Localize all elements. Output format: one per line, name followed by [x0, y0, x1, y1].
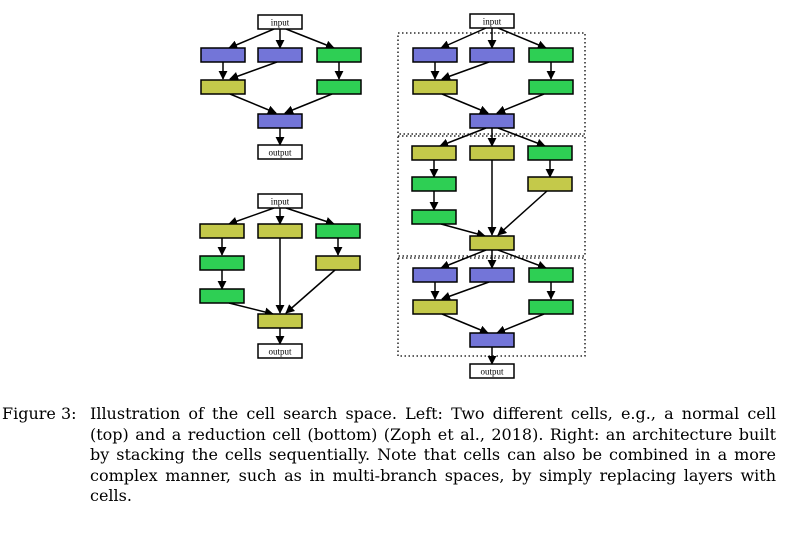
output-label: output [268, 148, 292, 158]
op-box-green [528, 79, 574, 95]
op-box-yellow [315, 255, 361, 271]
op-box-yellow [199, 223, 245, 239]
op-box-green [411, 176, 457, 192]
op-box-green [316, 79, 362, 95]
op-box-blue [412, 47, 458, 63]
cell-search-space-figure: input output input [199, 13, 586, 379]
normal-cell-diagram: input output [200, 14, 362, 160]
op-box-blue [469, 113, 515, 129]
figure-caption-text: Illustration of the cell search space. L… [90, 404, 776, 505]
op-box-yellow [469, 235, 515, 251]
op-box-yellow [411, 145, 457, 161]
op-box-yellow [469, 145, 515, 161]
stacked-architecture-diagram: input output [397, 13, 586, 379]
input-label: input [483, 17, 502, 27]
op-box-yellow [412, 299, 458, 315]
input-label: input [271, 18, 290, 28]
op-box-green [528, 299, 574, 315]
op-box-green [527, 145, 573, 161]
op-box-green [316, 47, 362, 63]
output-label: output [268, 347, 292, 357]
op-box-green [528, 47, 574, 63]
op-box-blue [469, 267, 515, 283]
reduction-cell-diagram: input output [199, 193, 361, 359]
output-label: output [480, 367, 504, 377]
op-box-blue [200, 47, 246, 63]
op-box-blue [469, 47, 515, 63]
op-box-green [528, 267, 574, 283]
figure-caption: Figure 3: Illustration of the cell search… [2, 404, 782, 507]
op-box-yellow [527, 176, 573, 192]
op-box-blue [469, 332, 515, 348]
op-box-green [199, 255, 245, 271]
op-box-green [411, 209, 457, 225]
op-box-yellow [412, 79, 458, 95]
op-box-yellow [257, 223, 303, 239]
input-box [469, 13, 515, 29]
output-box [257, 343, 303, 359]
figure-caption-label: Figure 3: [2, 404, 77, 423]
op-box-blue [257, 113, 303, 129]
op-box-blue [257, 47, 303, 63]
op-box-green [199, 288, 245, 304]
op-box-yellow [257, 313, 303, 329]
op-box-green [315, 223, 361, 239]
op-box-blue [412, 267, 458, 283]
input-box [257, 193, 303, 209]
input-label: input [271, 197, 290, 207]
output-box [469, 363, 515, 379]
output-box [257, 144, 303, 160]
input-box [257, 14, 303, 30]
op-box-yellow [200, 79, 246, 95]
